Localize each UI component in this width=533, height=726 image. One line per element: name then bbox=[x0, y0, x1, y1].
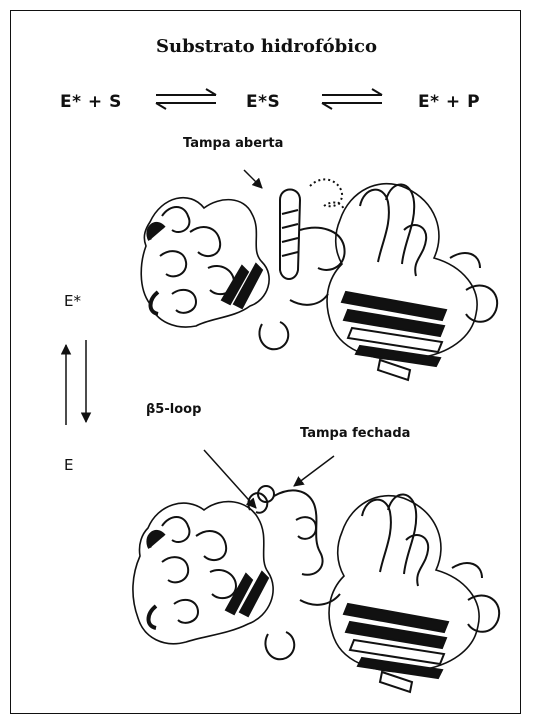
equilibrium-arrows-1 bbox=[156, 89, 216, 109]
protein-structure-open bbox=[141, 179, 497, 380]
pointer-arrows bbox=[204, 170, 334, 508]
conformation-arrows bbox=[66, 340, 86, 425]
equilibrium-arrows-2 bbox=[322, 89, 382, 109]
protein-structure-closed bbox=[133, 486, 499, 692]
